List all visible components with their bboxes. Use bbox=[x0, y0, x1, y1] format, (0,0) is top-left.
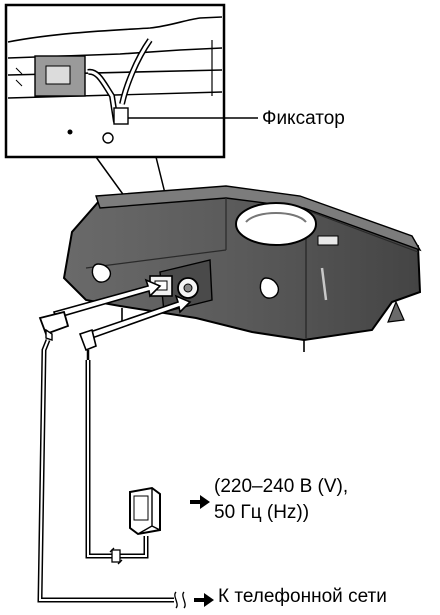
power-arrow-icon bbox=[190, 495, 210, 509]
ac-adapter bbox=[129, 486, 161, 536]
power-dc-plug bbox=[78, 328, 97, 360]
latch-label: Фиксатор bbox=[262, 108, 345, 129]
base-unit bbox=[62, 185, 422, 352]
phone-line-label: К телефонной сети bbox=[218, 586, 387, 607]
telephone-line-cord bbox=[37, 339, 174, 603]
insertion-arrows bbox=[52, 278, 192, 340]
telephone-line-plug bbox=[38, 310, 70, 341]
power-spec-line-2: 50 Гц (Hz)) bbox=[214, 502, 310, 523]
cord-break-marks bbox=[109, 547, 186, 609]
latch-detail-inset bbox=[4, 3, 226, 159]
power-spec-line-1: (220–240 В (V), bbox=[214, 476, 349, 497]
phone-line-arrow-icon bbox=[194, 593, 214, 607]
